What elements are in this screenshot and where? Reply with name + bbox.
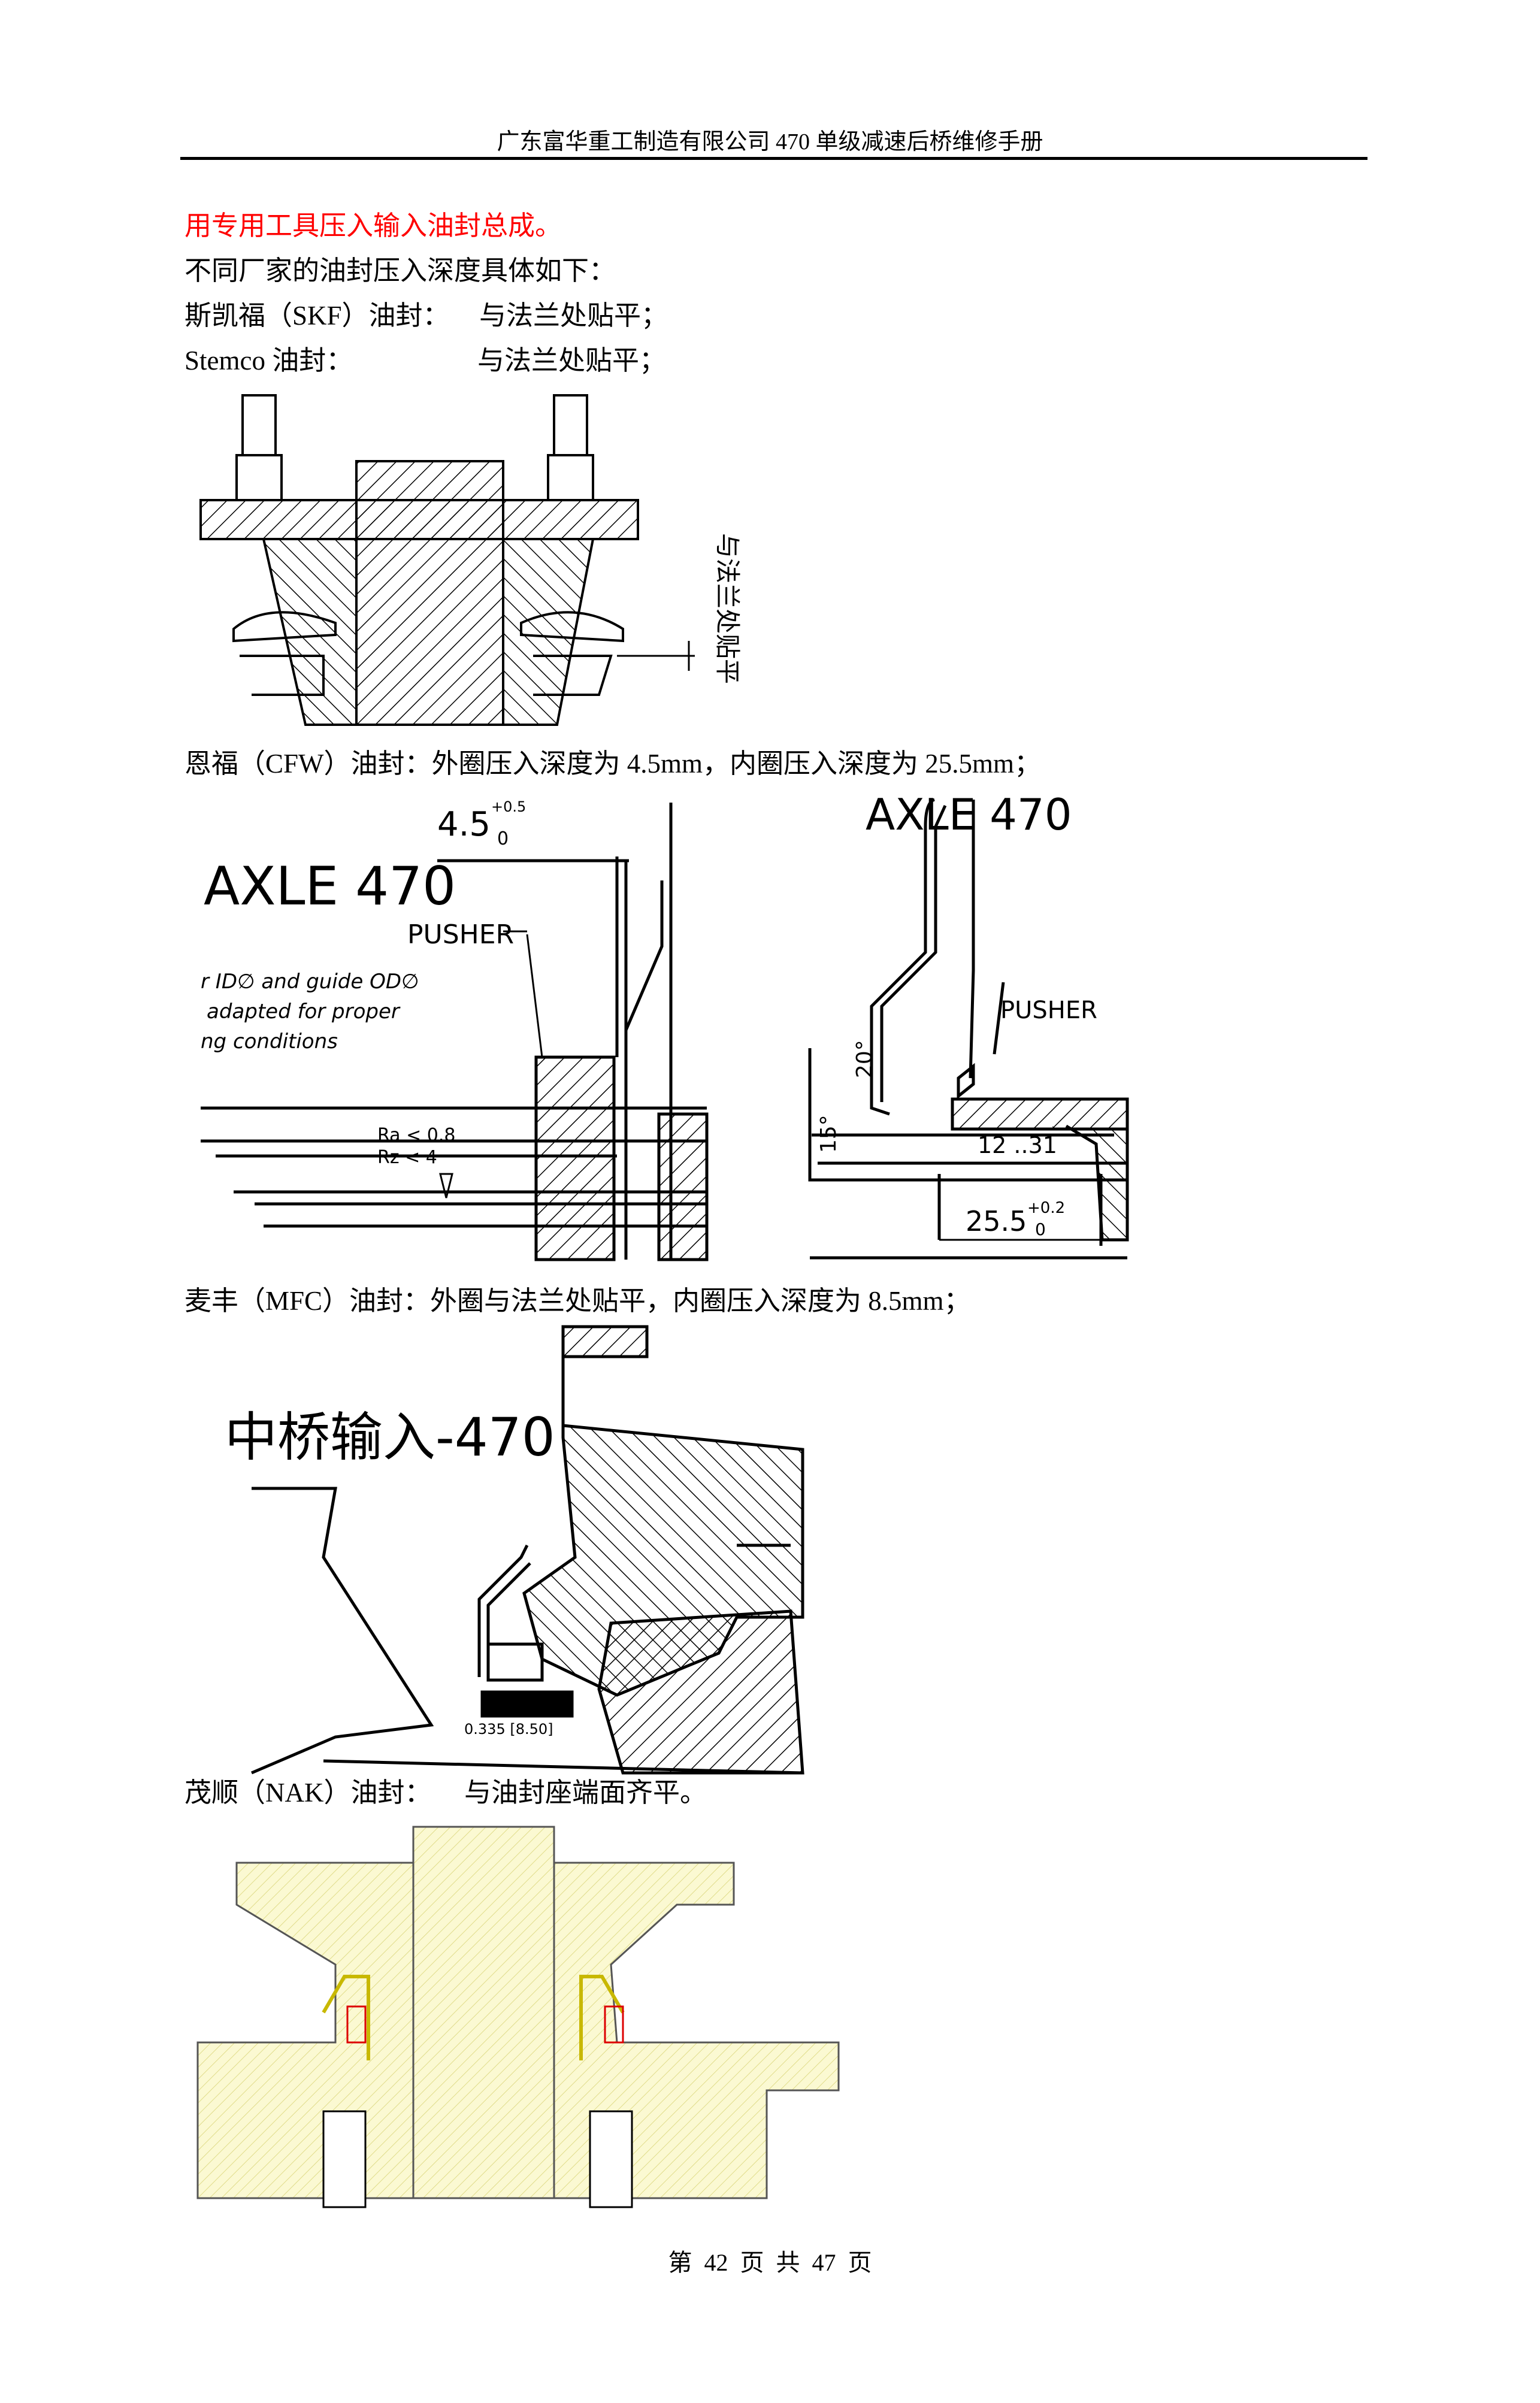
cfw-outer-figure [201, 803, 709, 1261]
cfw-note-line2: adapted for proper [207, 1000, 401, 1024]
skf-label: 斯凯福（SKF）油封： [184, 301, 450, 331]
mfc-dimension: 0.335 [8.50] [464, 1721, 553, 1738]
nak-label: 茂顺（NAK）油封： [184, 1778, 432, 1808]
stemco-value: 与法兰处贴平； [477, 346, 667, 376]
cfw-note-line3: ng conditions [201, 1030, 338, 1054]
cfw-angle-20: 20° [852, 1040, 877, 1078]
cfw-inner-figure [808, 798, 1129, 1260]
instruction-text: 用专用工具压入输入油封总成。 [184, 211, 562, 241]
cfw-inner-dimension: 25.5 [966, 1205, 1027, 1237]
skf-flush-note: 与法兰处贴平 [713, 533, 742, 684]
intro-text: 不同厂家的油封压入深度具体如下： [184, 256, 616, 286]
nak-value: 与油封座端面齐平。 [464, 1778, 707, 1808]
cfw-right-title: AXLE 470 [866, 789, 1072, 840]
cfw-right-pusher-label: PUSHER [1000, 997, 1097, 1024]
cfw-inner-small-dimension: 12 ..31 [978, 1132, 1057, 1158]
header-divider [180, 157, 1367, 160]
cfw-outer-tol-bottom: 0 [497, 828, 509, 849]
cfw-left-title: AXLE 470 [204, 855, 456, 917]
page-number-footer: 第 42 页 共 47 页 [668, 2249, 872, 2276]
cfw-roughness-ra: Ra < 0.8 [377, 1125, 456, 1146]
cfw-inner-tol-bottom: 0 [1035, 1219, 1046, 1239]
cfw-note-line1: r ID∅ and guide OD∅ [201, 970, 419, 994]
cfw-left-pusher-label: PUSHER [407, 919, 514, 950]
cfw-roughness-rz: Rz < 4 [377, 1147, 437, 1168]
cfw-inner-tol-top: +0.2 [1027, 1199, 1065, 1217]
cfw-outer-dimension: 4.5 [437, 805, 491, 844]
nak-seal-figure [196, 1826, 840, 2208]
skf-value: 与法兰处贴平； [479, 301, 668, 331]
mfc-figure-title: 中桥输入-470 [225, 1406, 555, 1468]
cfw-outer-tol-top: +0.5 [491, 798, 526, 815]
cfw-angle-15: 15° [816, 1115, 841, 1153]
skf-seal-figure [199, 394, 695, 726]
cfw-spec-text: 恩福（CFW）油封：外圈压入深度为 4.5mm，内圈压入深度为 25.5mm； [184, 749, 1042, 779]
mfc-seal-figure [251, 1325, 804, 1775]
document-header-title: 广东富华重工制造有限公司 470 单级减速后桥维修手册 [497, 129, 1043, 155]
mfc-spec-text: 麦丰（MFC）油封：外圈与法兰处贴平，内圈压入深度为 8.5mm； [184, 1286, 971, 1316]
stemco-label: Stemco 油封： [184, 346, 353, 376]
